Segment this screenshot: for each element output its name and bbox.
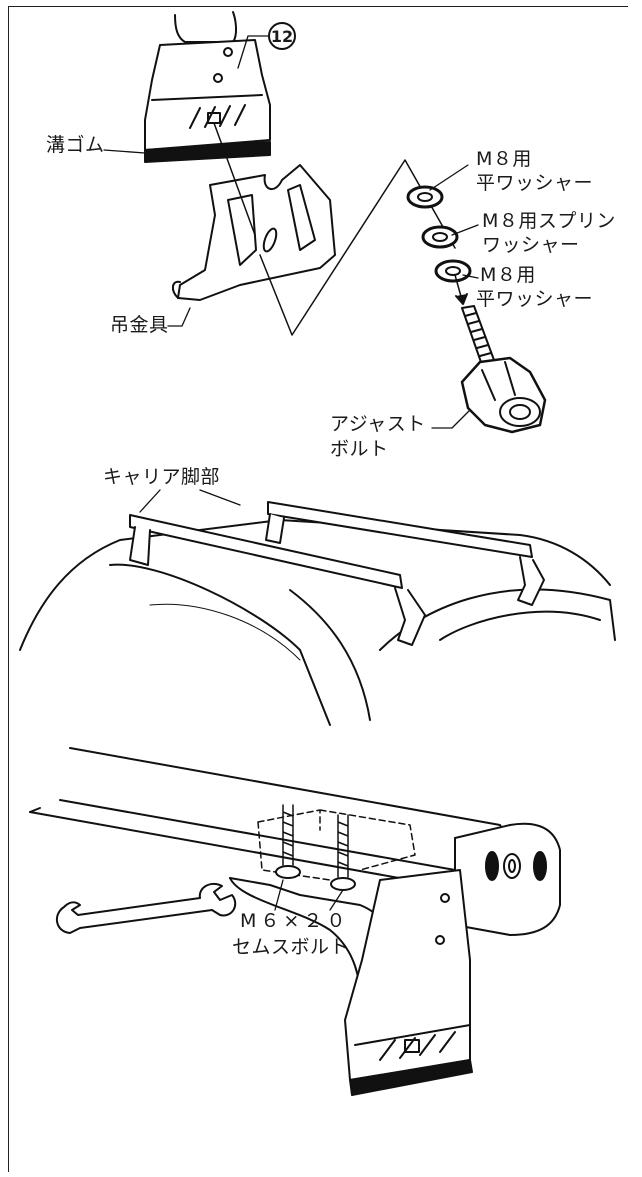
carrier-foot-top — [144, 11, 271, 163]
crossbar-closeup — [29, 747, 561, 1096]
leader-part-number — [237, 35, 269, 69]
label-carrier-leg: キャリア脚部 — [103, 466, 221, 488]
label-groove-rubber: 溝ゴム — [46, 134, 105, 156]
label-flat-washer-bottom-2: 平ワッシャー — [476, 288, 594, 310]
label-spring-washer-1: M８用スプリン — [482, 210, 616, 232]
part-number-badge: 12 — [268, 22, 296, 50]
wrench-icon — [55, 882, 237, 934]
diagram-frame — [8, 6, 628, 1172]
label-flat-washer-bottom-1: M８用 — [480, 264, 536, 286]
car-with-carrier — [19, 501, 616, 726]
washer-icon — [406, 185, 472, 305]
bolt-icon — [461, 305, 495, 366]
label-spring-washer-2: ワッシャー — [482, 234, 580, 256]
part-number-text: 12 — [270, 26, 294, 46]
hanging-bracket — [172, 122, 336, 301]
label-hanging-bracket: 吊金具 — [110, 314, 169, 336]
knob-icon — [460, 356, 547, 434]
label-flat-washer-top-2: 平ワッシャー — [476, 172, 594, 194]
label-adjust-bolt-1: アジャスト — [330, 413, 426, 435]
label-sems-bolt-1: M６×２０ — [240, 910, 350, 932]
label-adjust-bolt-2: ボルト — [330, 438, 389, 460]
label-sems-bolt-2: セムスボルト — [232, 936, 350, 958]
label-flat-washer-top-1: M８用 — [476, 148, 532, 170]
